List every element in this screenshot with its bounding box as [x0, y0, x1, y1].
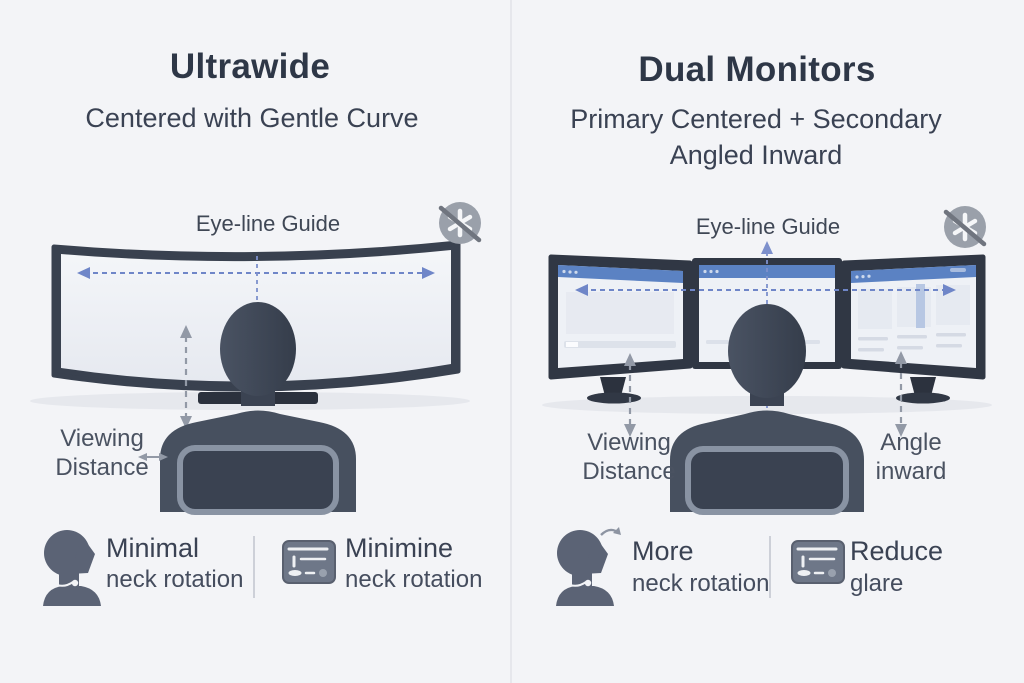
angle-inward-arrow [895, 351, 907, 437]
benefit-label: Minimine [345, 533, 454, 563]
left-eyeline-label: Eye-line Guide [195, 211, 341, 236]
person-silhouette [670, 304, 864, 515]
benefit-label: Reduce [850, 536, 944, 566]
eyeline-horizontal-arrow [77, 267, 435, 279]
viewing-distance-pointer [138, 453, 168, 461]
left-panel-title: Ultrawide [169, 47, 331, 86]
person-silhouette [160, 302, 356, 515]
chair-back [177, 445, 339, 515]
right-panel-subtitle-line2: Angled Inward [669, 140, 843, 170]
no-glare-icon [438, 202, 482, 244]
right-panel: Dual Monitors Primary Centered + Seconda… [512, 0, 1024, 683]
left-panel-subtitle: Centered with Gentle Curve [85, 103, 419, 133]
angle-inward-label: Angle inward [875, 429, 947, 485]
benefit-label: neck rotation [345, 566, 483, 593]
right-eyeline-label: Eye-line Guide [695, 214, 841, 239]
head-profile-icon [43, 530, 101, 606]
viewing-distance-arrow [180, 325, 192, 429]
screen-card-icon [791, 540, 845, 584]
secondary-monitor-right [841, 254, 986, 404]
benefit-label: neck rotation [632, 570, 770, 597]
left-panel: Ultrawide Centered with Gentle Curve Eye… [0, 0, 511, 683]
panel-divider [510, 0, 512, 683]
benefit-label: More [632, 536, 694, 566]
ultrawide-diagram [30, 202, 482, 515]
left-viewing-distance-label: Viewing Distance [55, 425, 149, 481]
right-panel-title: Dual Monitors [638, 50, 876, 89]
screen-card-icon [282, 540, 336, 584]
benefit-label: glare [850, 570, 904, 597]
dual-monitor-diagram [542, 206, 992, 515]
chair-back [685, 446, 849, 515]
no-glare-icon [943, 206, 987, 248]
benefit-divider [769, 536, 771, 598]
eyeline-horizontal-arrow [575, 284, 956, 296]
benefit-label: neck rotation [106, 566, 244, 593]
benefit-divider [253, 536, 255, 598]
head-rotate-icon [556, 527, 621, 606]
right-panel-subtitle-line1: Primary Centered + Secondary [570, 104, 942, 134]
secondary-monitor-left [548, 254, 693, 404]
person-head [728, 304, 806, 398]
right-viewing-distance-label: Viewing Distance [582, 429, 676, 485]
person-head [220, 302, 296, 396]
viewing-distance-arrow [624, 353, 636, 437]
benefit-label: Minimal [106, 533, 200, 563]
